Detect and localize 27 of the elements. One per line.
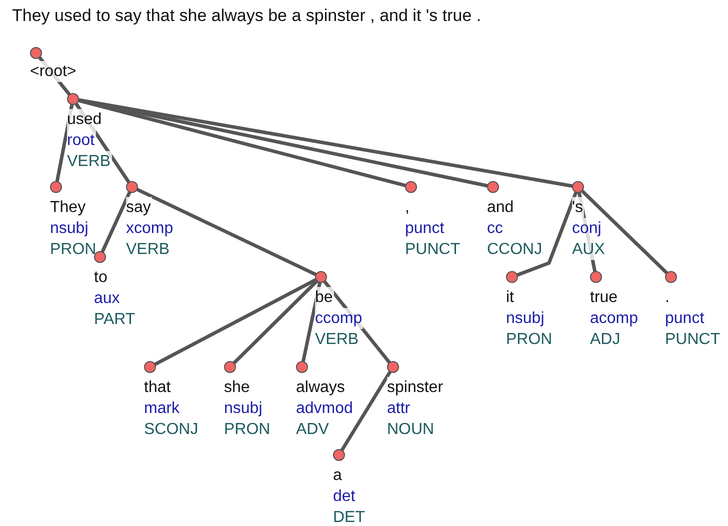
dependency-line bbox=[580, 189, 668, 275]
dependency-line bbox=[154, 278, 318, 366]
word-label: <root> bbox=[30, 61, 78, 82]
word-label: 's bbox=[572, 197, 584, 218]
token-node bbox=[572, 181, 606, 260]
dependency-line bbox=[340, 370, 392, 452]
dependency-line bbox=[302, 281, 322, 363]
word-label: always bbox=[296, 377, 346, 398]
dependency-line bbox=[100, 190, 132, 254]
pos-label: AUX bbox=[572, 239, 606, 260]
word-label: be bbox=[315, 287, 334, 308]
dependency-line bbox=[136, 188, 318, 276]
relation-label: nsubj bbox=[506, 308, 546, 329]
word-label: They bbox=[50, 197, 87, 218]
dependency-line bbox=[77, 98, 574, 188]
sentence-title: They used to say that she always be a spinster , and it 's true . bbox=[12, 6, 482, 26]
dependency-line bbox=[232, 279, 318, 365]
word-label: spinster bbox=[387, 377, 444, 398]
dependency-line bbox=[516, 190, 578, 277]
dependency-line bbox=[55, 103, 74, 183]
relation-label: ccomp bbox=[315, 308, 364, 329]
token-node bbox=[30, 47, 78, 82]
relation-label: nsubj bbox=[224, 398, 264, 419]
relation-label: nsubj bbox=[50, 218, 90, 239]
word-label: used bbox=[67, 109, 103, 130]
word-label: say bbox=[126, 197, 152, 218]
relation-label: conj bbox=[572, 218, 602, 239]
